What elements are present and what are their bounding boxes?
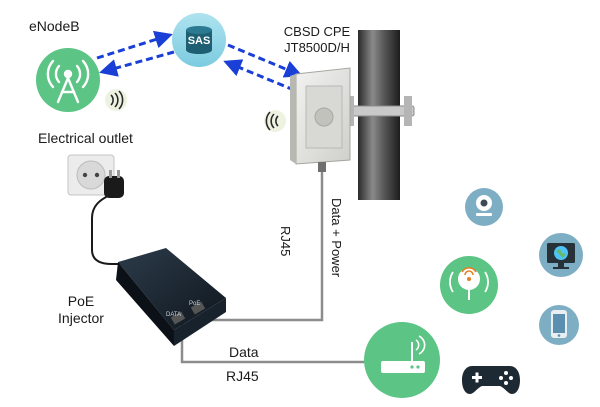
electrical-outlet-label: Electrical outlet (38, 130, 133, 146)
wireless-badge-icon (105, 89, 127, 111)
poe-injector-device: DATA PoE (116, 248, 226, 346)
wireless-badge-cpe-icon (264, 110, 286, 132)
smartphone-icon (551, 310, 567, 338)
game-controller-device (462, 366, 520, 394)
rj45-data-power-cable (206, 168, 324, 322)
enodeb-label: eNodeB (29, 18, 80, 34)
link-sas-to-enodeb (99, 50, 175, 77)
tower-icon (46, 59, 90, 104)
data-horizontal-label: Data (229, 344, 259, 360)
router-node (364, 322, 440, 398)
sas-label: SAS (187, 35, 211, 47)
electrical-outlet (67, 154, 115, 196)
globe-monitor-device (539, 233, 583, 277)
injector-port-poe-label: PoE (189, 301, 200, 307)
enodeb-node (36, 48, 100, 112)
poe-label-line2: Injector (58, 310, 104, 326)
power-cable (91, 195, 128, 265)
rj45-data-cable (180, 322, 374, 364)
link-cpe-to-sas (223, 59, 295, 92)
game-controller-icon (462, 366, 520, 394)
power-plug (104, 170, 124, 198)
data-power-vertical-label: Data + Power (329, 198, 344, 278)
database-icon (186, 26, 212, 54)
cbsd-cpe-device (290, 67, 351, 172)
sas-links (96, 30, 303, 92)
webcam-icon (476, 195, 492, 216)
smartphone-device (539, 305, 579, 345)
rj45-vertical-label: RJ45 (278, 226, 293, 257)
link-enodeb-to-sas (96, 30, 173, 60)
poe-injector-label: PoE Injector (46, 293, 116, 327)
webcam-device (465, 188, 503, 226)
wifi-device (440, 256, 498, 314)
cpe-label: CBSD CPE JT8500D/H (262, 24, 372, 56)
cpe-label-line1: CBSD CPE (283, 24, 351, 39)
link-sas-to-cpe (227, 43, 303, 78)
poe-label-line1: PoE (67, 293, 95, 309)
globe-monitor-icon (547, 243, 575, 269)
rj45-horizontal-label: RJ45 (226, 368, 259, 384)
wifi-signal-icon (449, 267, 489, 300)
cpe-label-line2: JT8500D/H (284, 40, 350, 55)
sas-node (172, 13, 226, 67)
injector-port-data-label: DATA (166, 312, 181, 318)
router-icon (381, 335, 426, 373)
